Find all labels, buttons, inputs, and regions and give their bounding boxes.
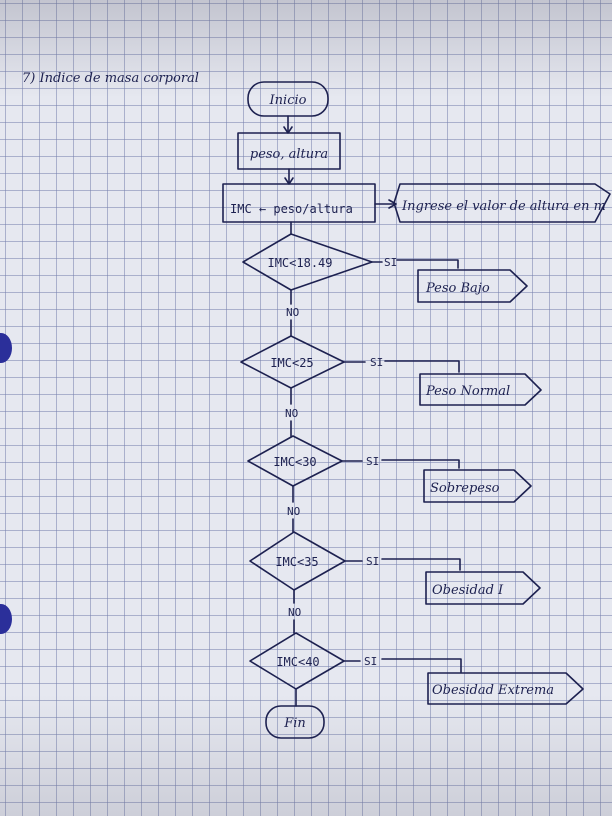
process-label: IMC ← peso/altura — [230, 202, 353, 216]
output-shape — [423, 469, 532, 503]
result-label: Peso Bajo — [425, 281, 490, 296]
output-shape — [419, 373, 542, 406]
output-shape — [425, 571, 541, 605]
connector — [381, 658, 462, 673]
yes-label: SI — [370, 356, 383, 369]
no-label: NO — [288, 606, 301, 619]
output-shape — [417, 269, 528, 303]
yes-label: SI — [364, 655, 377, 668]
yes-label: SI — [366, 455, 379, 468]
decision-condition: IMC<40 — [276, 655, 319, 669]
connector — [381, 459, 460, 469]
output-shape — [427, 672, 584, 705]
connector — [396, 259, 459, 269]
binder-hole — [0, 333, 12, 363]
note-shape — [393, 183, 611, 223]
binder-hole — [0, 604, 12, 634]
start-label: Inicio — [269, 93, 307, 108]
note-label: Ingrese el valor de altura en m — [401, 199, 606, 214]
title: 7) Indice de masa corporal — [22, 71, 199, 86]
decision-condition: IMC<25 — [270, 356, 313, 370]
decision-condition: IMC<35 — [275, 555, 318, 569]
end-label: Fin — [283, 716, 306, 731]
yes-label: SI — [384, 256, 397, 269]
connector — [381, 558, 461, 571]
result-label: Sobrepeso — [430, 481, 500, 496]
yes-label: SI — [366, 555, 379, 568]
no-label: NO — [285, 407, 298, 420]
no-label: NO — [287, 505, 300, 518]
result-label: Obesidad Extrema — [432, 683, 554, 698]
result-label: Peso Normal — [425, 384, 510, 399]
decision-condition: IMC<18.49 — [267, 256, 332, 270]
arrow-head — [388, 199, 397, 209]
no-label: NO — [286, 306, 299, 319]
input-label: peso, altura — [250, 147, 328, 162]
decision-condition: IMC<30 — [273, 455, 316, 469]
connector — [384, 360, 460, 373]
end-terminal — [265, 705, 325, 739]
process-box — [222, 183, 376, 223]
result-label: Obesidad I — [432, 583, 504, 598]
